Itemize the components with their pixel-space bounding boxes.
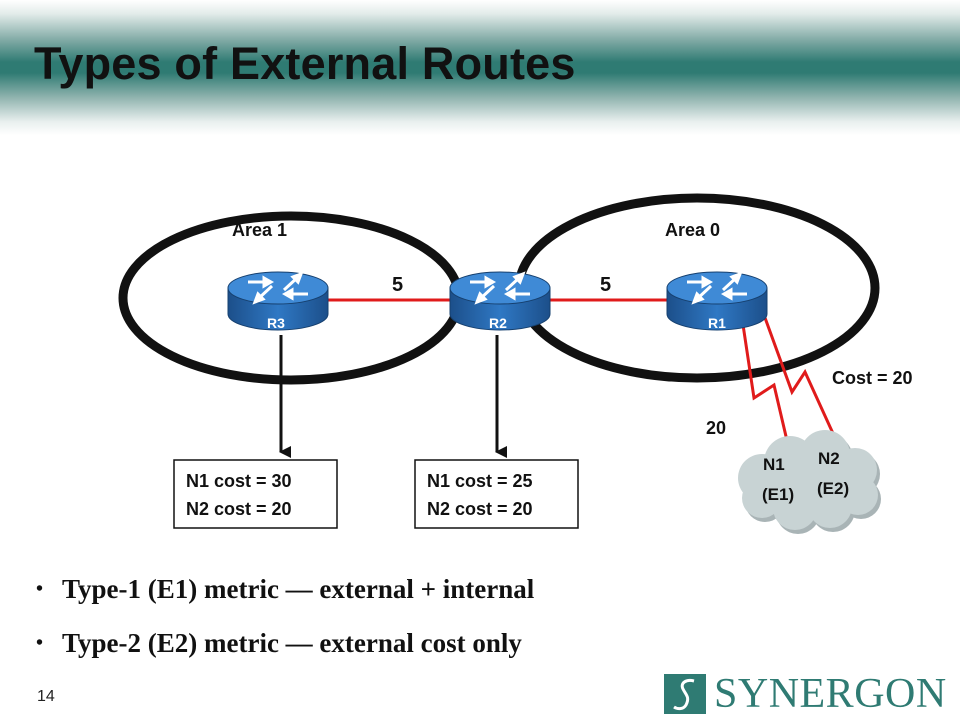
serial-link-n1 — [740, 317, 794, 463]
bullet-item: • Type-1 (E1) metric — external + interna… — [36, 562, 534, 616]
bullet-text: Type-2 (E2) metric — external cost only — [62, 627, 522, 658]
r3-cost-box: N1 cost = 30 N2 cost = 20 — [173, 459, 338, 529]
bullet-list: • Type-1 (E1) metric — external + interna… — [36, 562, 534, 670]
router-arrows-icon — [687, 271, 747, 305]
router-r3-label: R3 — [267, 315, 285, 331]
bullet-text: Type-1 (E1) metric — external + internal — [62, 573, 535, 604]
link-cost-r2-r1: 5 — [600, 274, 611, 296]
bullet-item: • Type-2 (E2) metric — external cost only — [36, 616, 534, 670]
logo-text: SYNERGON — [714, 671, 947, 717]
n1-link-cost: 20 — [706, 418, 726, 438]
cloud-n1-label: N1 — [763, 455, 785, 474]
r2-n2-cost: N2 cost = 20 — [427, 499, 533, 519]
router-r3: R3 — [227, 271, 329, 331]
area-1-label: Area 1 — [232, 220, 287, 240]
header-band — [0, 0, 960, 135]
router-arrows-icon — [470, 271, 530, 305]
r2-cost-box: N1 cost = 25 N2 cost = 20 — [414, 459, 579, 529]
router-r1-label: R1 — [708, 315, 726, 331]
serial-link-n2 — [762, 314, 838, 441]
n2-cost-label: Cost = 20 — [832, 368, 913, 388]
r3-n1-cost: N1 cost = 30 — [186, 471, 292, 491]
slide-title: Types of External Routes — [34, 38, 576, 89]
router-r1: R1 — [666, 271, 768, 331]
link-cost-r3-r2: 5 — [392, 274, 403, 296]
bullet-dot-icon: • — [36, 631, 44, 654]
cloud-n1-type: (E1) — [762, 485, 794, 504]
router-r2: R2 — [449, 271, 551, 331]
r2-n1-cost: N1 cost = 25 — [427, 471, 533, 491]
area-0-label: Area 0 — [665, 220, 720, 240]
synergon-s-icon — [664, 674, 706, 714]
cloud-n2-label: N2 — [818, 449, 840, 468]
r3-n2-cost: N2 cost = 20 — [186, 499, 292, 519]
company-logo: SYNERGON — [664, 671, 947, 717]
router-arrows-icon — [248, 271, 308, 305]
cloud-n2-type: (E2) — [817, 479, 849, 498]
page-number: 14 — [37, 688, 55, 705]
bullet-dot-icon: • — [36, 577, 44, 600]
external-cloud-icon — [738, 430, 881, 534]
router-r2-label: R2 — [489, 315, 507, 331]
